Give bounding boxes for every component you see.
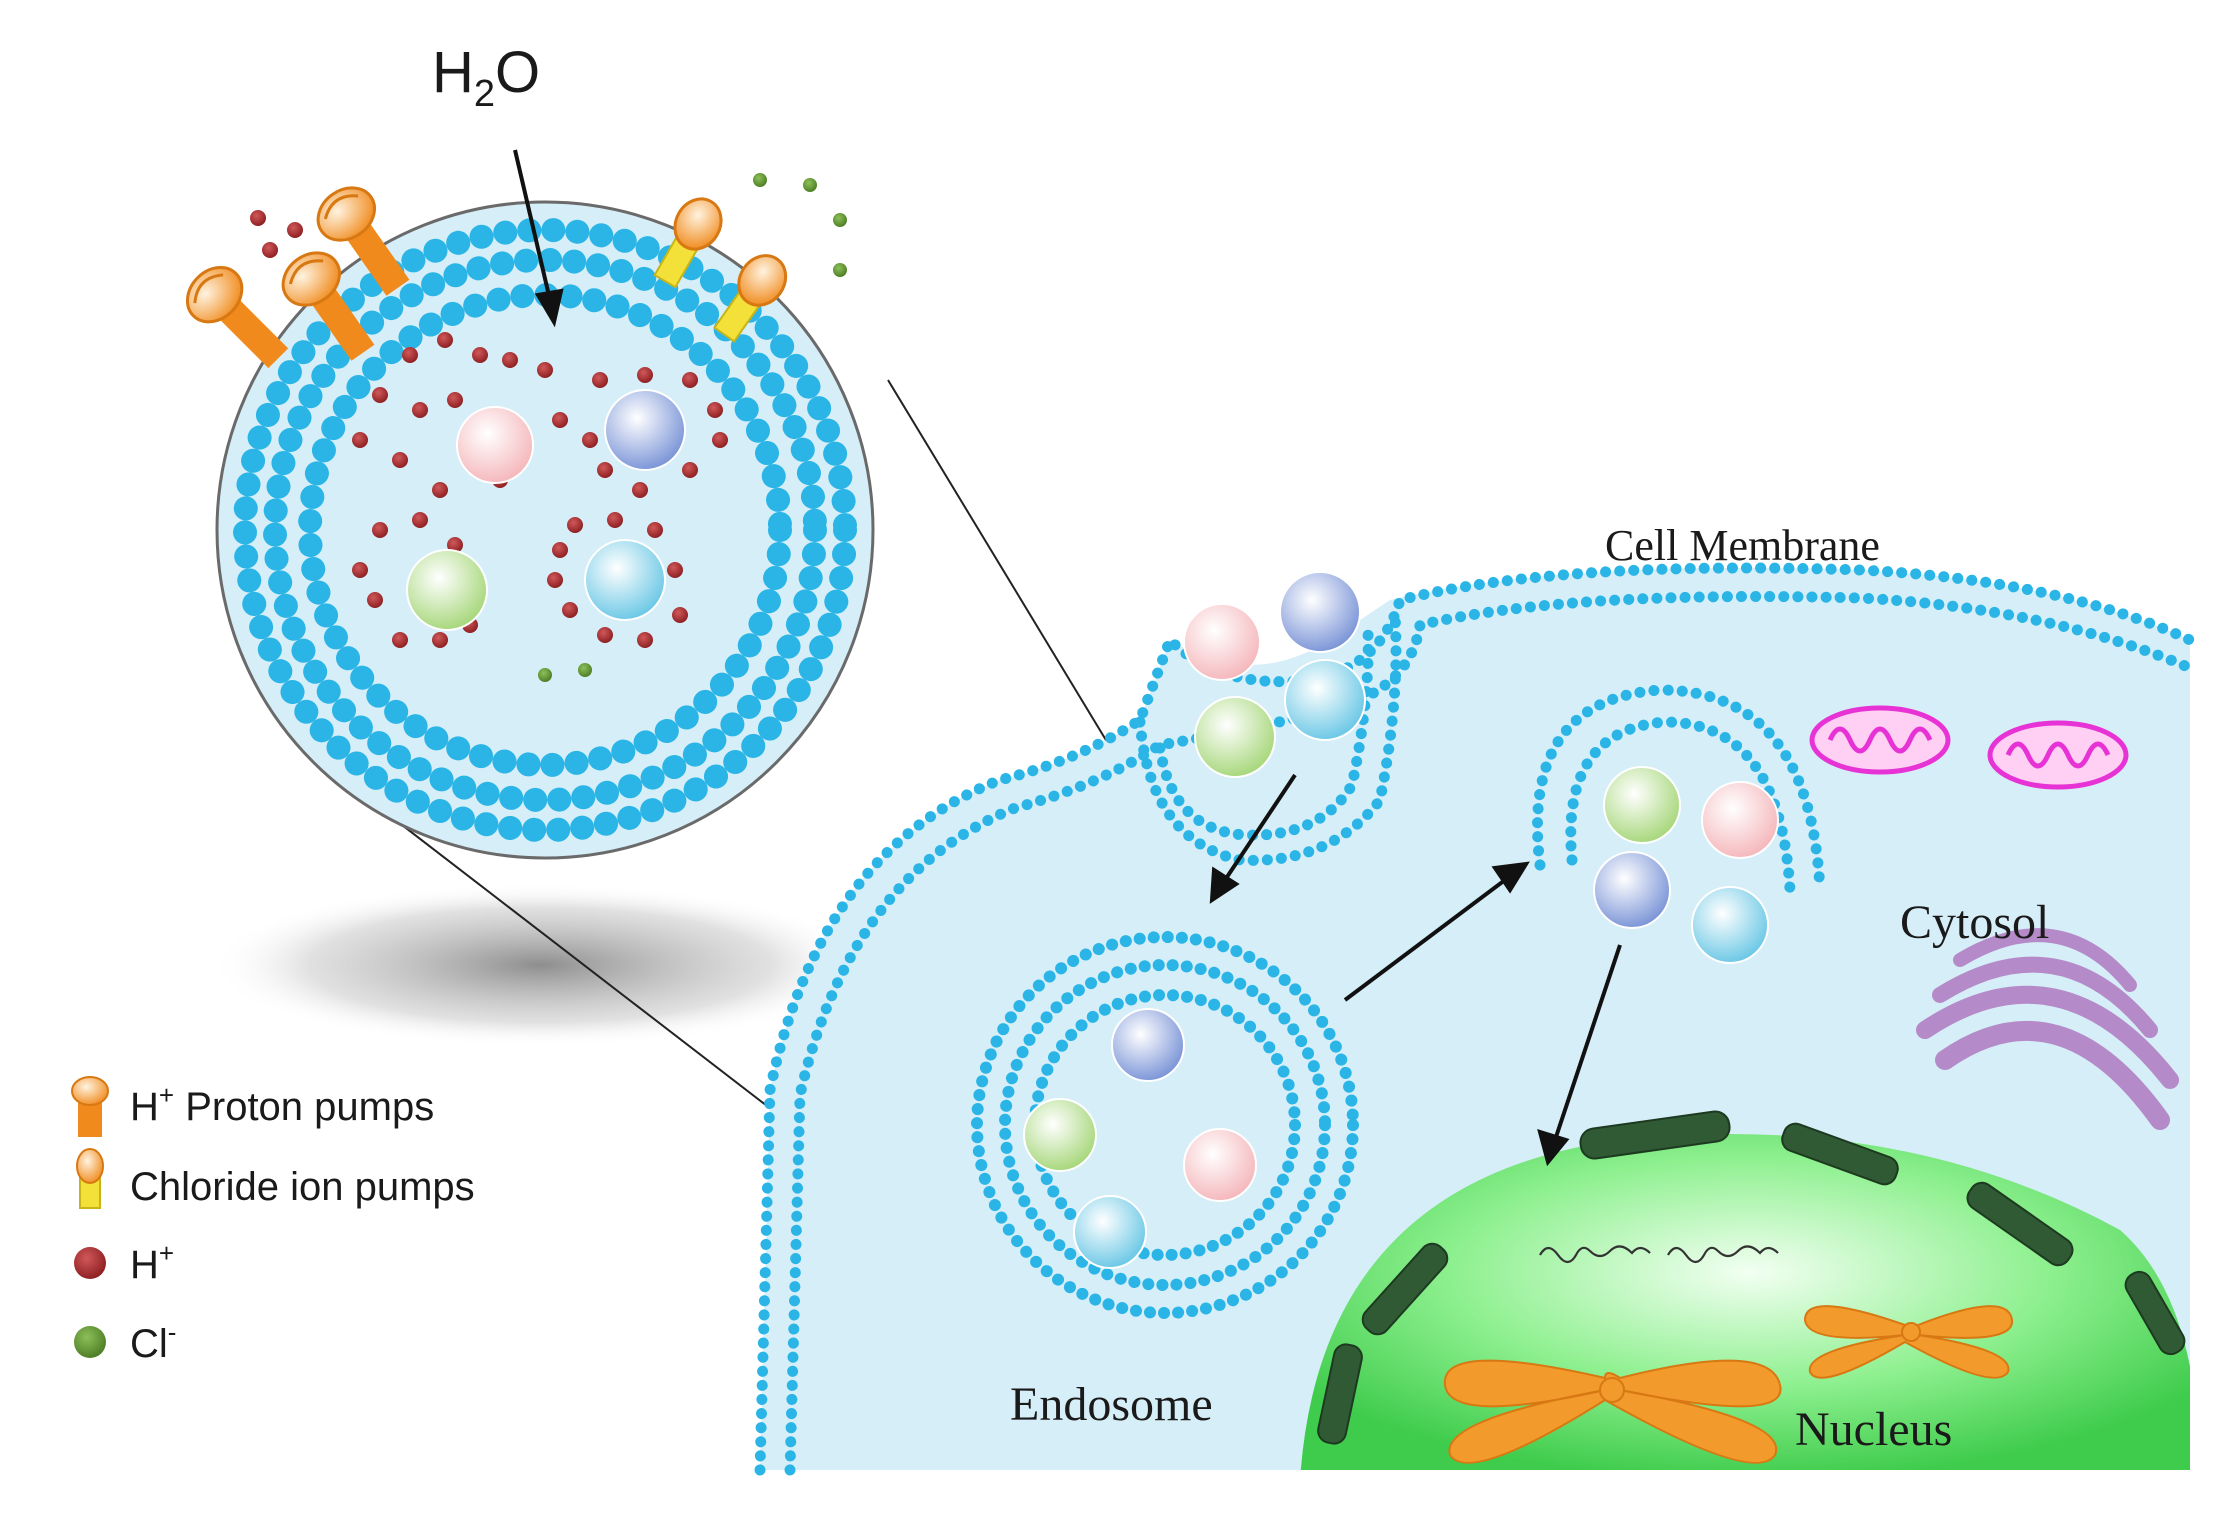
chloride-pumps (653, 197, 788, 343)
cytosol-label: Cytosol (1900, 896, 2049, 949)
cell-membrane-label: Cell Membrane (1605, 521, 1880, 570)
h-ions-outside (250, 210, 303, 258)
golgi-apparatus (1916, 928, 2179, 1130)
svg-text:Chloride ion pumps: Chloride ion pumps (130, 1165, 475, 1209)
legend: H+ Proton pumps Chloride ion pumps H+ Cl… (71, 1076, 475, 1366)
legend-item-chloride-pump: Chloride ion pumps (76, 1148, 475, 1209)
cl-ions-outside (753, 173, 847, 277)
svg-text:Cl-: Cl- (130, 1317, 176, 1366)
mitochondria (1809, 705, 2129, 790)
legend-item-cl-ion: Cl- (74, 1317, 176, 1366)
process-arrows (1209, 773, 1622, 1167)
legend-h-ion-icon (74, 1247, 106, 1279)
nanoparticles (1023, 571, 1779, 1269)
svg-text:H+: H+ (130, 1238, 174, 1287)
zoom-shadow (210, 883, 870, 1047)
legend-item-h-ion: H+ (74, 1238, 174, 1287)
water-label: H2O (432, 40, 540, 115)
nuclear-pores (1317, 1110, 2186, 1445)
endosome-label: Endosome (1010, 1378, 1213, 1431)
legend-chloride-pump-icon (76, 1148, 104, 1209)
water-arrow (513, 149, 564, 328)
nanoparticles-magnified (406, 389, 686, 631)
dna-strands (1539, 1245, 1779, 1264)
legend-cl-ion-icon (74, 1326, 106, 1358)
endosome (971, 931, 1359, 1319)
svg-text:H+ Proton pumps: H+ Proton pumps (130, 1080, 434, 1129)
nucleus-label: Nucleus (1795, 1403, 1952, 1456)
chromosomes (1443, 1305, 2014, 1464)
magnified-endosome (215, 200, 875, 860)
proton-pumps (185, 186, 410, 369)
legend-item-proton-pump: H+ Proton pumps (71, 1076, 434, 1137)
legend-proton-pump-icon (71, 1076, 109, 1137)
cl-ions-inner (538, 663, 592, 682)
